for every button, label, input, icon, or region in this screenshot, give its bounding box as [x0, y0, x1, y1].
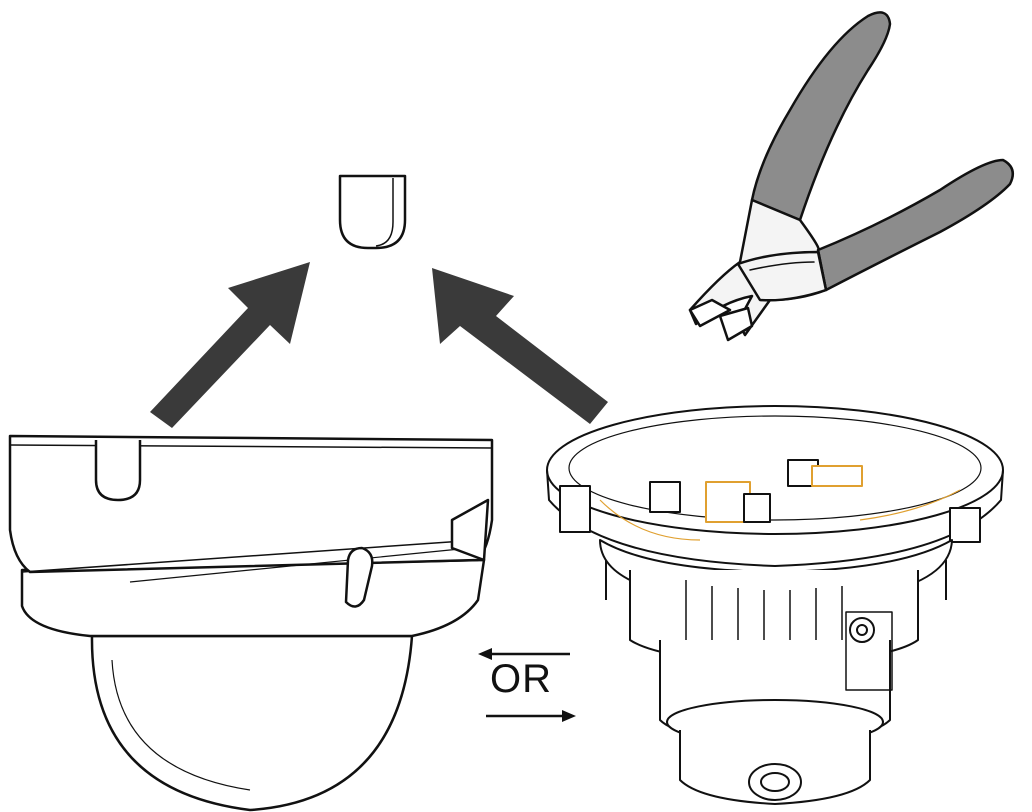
diagonal-cutter-pliers: [688, 11, 1015, 342]
arrow-right: [486, 710, 576, 722]
camera-base-module: [546, 405, 1004, 805]
arrow-up-right: [150, 262, 310, 428]
dome-cover-housing: [8, 434, 494, 812]
cover-tab-piece: [338, 174, 407, 250]
arrow-up-left: [432, 268, 608, 424]
arrow-left: [478, 648, 570, 660]
or-label: OR: [490, 657, 552, 701]
